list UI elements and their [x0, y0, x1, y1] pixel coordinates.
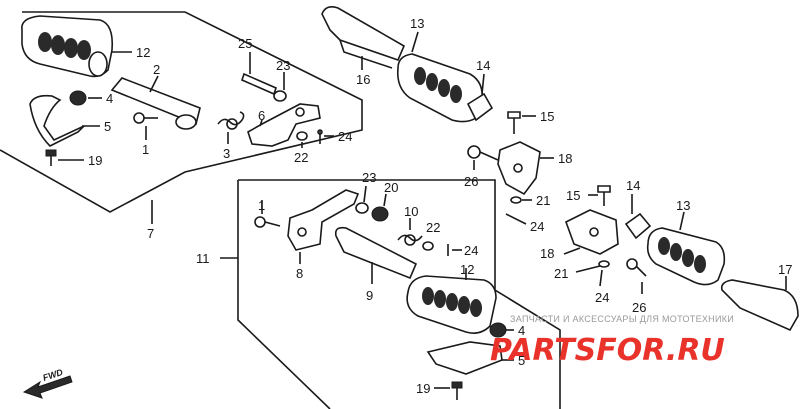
callout-3: 3	[223, 146, 230, 161]
callout-26b: 26	[632, 300, 646, 315]
bolt-15-right	[597, 185, 611, 206]
callout-15b: 15	[566, 188, 580, 203]
bracket-6	[247, 103, 321, 147]
callout-21: 21	[536, 193, 550, 208]
footpeg-arm-16	[321, 6, 406, 69]
callout-24c: 24	[464, 243, 478, 258]
bolt-26	[467, 145, 499, 161]
callout-23: 23	[276, 58, 290, 73]
callout-1: 1	[142, 142, 149, 157]
washer-21	[510, 196, 522, 204]
callout-4b: 4	[518, 323, 525, 338]
callout-5b: 5	[518, 353, 525, 368]
callout-10: 10	[404, 204, 418, 219]
callout-24b: 24	[530, 219, 544, 234]
callout-22b: 22	[426, 220, 440, 235]
pin-25	[241, 72, 277, 96]
washer-22	[296, 131, 308, 141]
bolt-15	[507, 111, 521, 134]
ball-20	[371, 206, 389, 222]
cotter-pin-24	[317, 129, 323, 144]
spring-plate-5	[29, 94, 85, 147]
cotter-pin-24b	[505, 213, 527, 225]
callout-12: 12	[136, 45, 150, 60]
footpeg-rubber-13-upper	[396, 53, 484, 123]
group-outline-7	[0, 11, 363, 213]
callout-12c: 12	[460, 262, 474, 277]
washer-22-lower	[422, 241, 434, 251]
callout-18: 18	[558, 151, 572, 166]
callout-14: 14	[476, 58, 490, 73]
callout-24: 24	[338, 129, 352, 144]
fwd-arrow-icon	[22, 375, 73, 399]
callout-15: 15	[540, 109, 554, 124]
callout-21b: 21	[554, 266, 568, 281]
spring-10	[397, 234, 423, 246]
bracket-18	[497, 141, 541, 196]
callout-20: 20	[384, 180, 398, 195]
bolt-19	[45, 149, 57, 166]
callout-19b: 19	[416, 381, 430, 396]
spring-3	[217, 111, 245, 130]
callout-2: 2	[153, 62, 160, 77]
callout-16: 16	[356, 72, 370, 87]
watermark-logo: PARTSFOR.RU	[490, 333, 725, 368]
footpeg-arm-9	[334, 226, 418, 280]
callout-13: 13	[410, 16, 424, 31]
watermark-caption: ЗАПЧАСТИ И АКСЕССУАРЫ ДЛЯ МОТОТЕХНИКИ	[510, 314, 734, 324]
cotter-pin-24d	[599, 269, 603, 287]
plate-14-right	[624, 212, 652, 240]
bolt-19-lower	[451, 381, 463, 400]
footpeg-rubber-12-upper-left	[21, 15, 114, 78]
washer-23-lower	[355, 202, 369, 214]
callout-23b: 23	[362, 170, 376, 185]
pin-1	[133, 112, 158, 124]
footpeg-rubber-13-right	[646, 227, 726, 286]
callout-6: 6	[258, 108, 265, 123]
callout-4: 4	[106, 91, 113, 106]
pin-1-lower	[254, 216, 281, 228]
plate-14	[466, 92, 494, 122]
callout-26: 26	[464, 174, 478, 189]
callout-7: 7	[147, 226, 154, 241]
callout-13b: 13	[676, 198, 690, 213]
callout-14b: 14	[626, 178, 640, 193]
callout-22: 22	[294, 150, 308, 165]
callout-19: 19	[88, 153, 102, 168]
callout-25: 25	[238, 36, 252, 51]
callout-1b: 1	[258, 198, 265, 213]
group-outline-11	[238, 179, 561, 409]
callout-24d: 24	[595, 290, 609, 305]
callout-11: 11	[196, 251, 210, 266]
bracket-8	[287, 189, 360, 251]
bracket-18-right	[565, 209, 619, 255]
footpeg-arm-2	[110, 77, 201, 130]
washer-23	[273, 90, 287, 102]
ball-4	[69, 90, 87, 106]
callout-17: 17	[778, 262, 792, 277]
callout-5: 5	[104, 119, 111, 134]
footpeg-arm-17	[720, 279, 799, 332]
bolt-26-right	[626, 258, 647, 277]
callout-8: 8	[296, 266, 303, 281]
callout-18b: 18	[540, 246, 554, 261]
group-outline-11-left	[237, 180, 331, 409]
washer-21-right	[598, 260, 610, 268]
callout-9: 9	[366, 288, 373, 303]
footpeg-rubber-12-lower	[406, 275, 497, 334]
